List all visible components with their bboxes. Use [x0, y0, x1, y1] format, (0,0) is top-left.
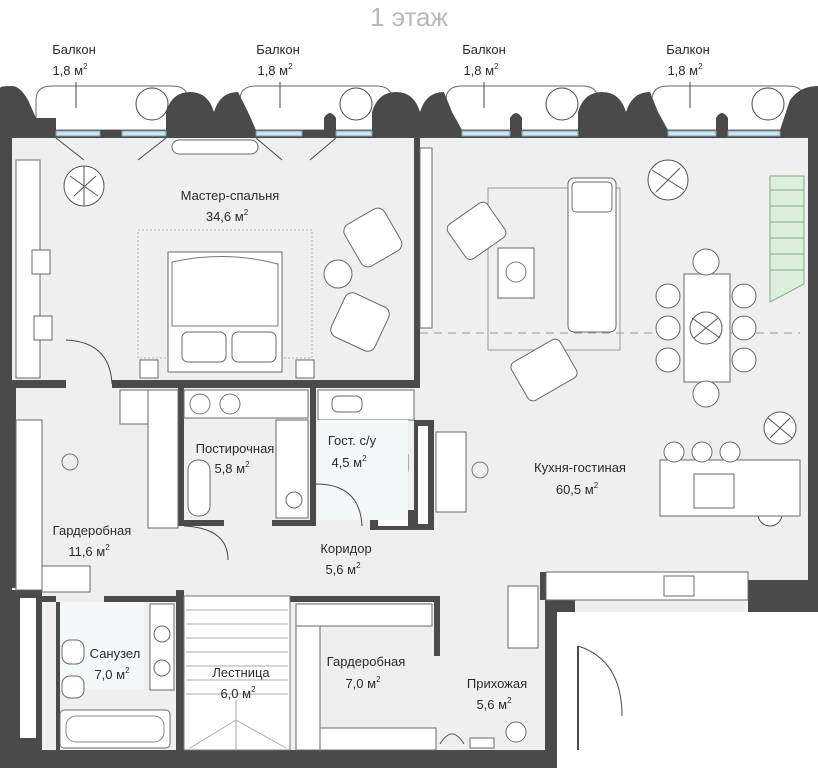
svg-text:1,8 м2: 1,8 м2 [667, 62, 703, 78]
svg-text:34,6 м2: 34,6 м2 [206, 208, 249, 224]
plant-icon [763, 411, 797, 445]
guest-wc-furniture [315, 389, 415, 527]
master-bedroom-furniture [15, 137, 403, 385]
room-label-laundry: Постирочная 5,8 м2 [196, 441, 275, 476]
bathtub [59, 709, 171, 749]
room-label-bathroom: Санузел 7,0 м2 [90, 646, 141, 682]
svg-text:1,8 м2: 1,8 м2 [52, 62, 88, 78]
svg-text:Мастер-спальня: Мастер-спальня [181, 188, 280, 203]
room-label-hall: Прихожая 5,6 м2 [467, 676, 527, 712]
wardrobe-big-furniture [15, 389, 229, 593]
svg-text:Кухня-гостиная: Кухня-гостиная [534, 460, 626, 475]
hallway-furniture [439, 585, 623, 750]
svg-text:Санузел: Санузел [90, 646, 141, 661]
svg-text:Балкон: Балкон [666, 42, 710, 57]
living-furniture [419, 147, 805, 601]
svg-text:1,8 м2: 1,8 м2 [463, 62, 499, 78]
balcony-label-1: Балкон 1,8 м2 [52, 42, 96, 78]
svg-text:Лестница: Лестница [212, 665, 270, 680]
balconies [35, 82, 805, 131]
armchair [330, 292, 390, 352]
svg-text:5,6 м2: 5,6 м2 [325, 561, 361, 577]
windows [55, 130, 781, 137]
plant-icon [689, 311, 723, 345]
svg-text:60,5 м2: 60,5 м2 [556, 481, 599, 497]
room-label-wardrobe-big: Гардеробная 11,6 м2 [53, 523, 132, 559]
svg-text:Гардеробная: Гардеробная [327, 654, 406, 669]
balcony-label-2: Балкон 1,8 м2 [256, 42, 300, 78]
svg-text:Постирочная: Постирочная [196, 441, 275, 456]
room-label-wardrobe-small: Гардеробная 7,0 м2 [327, 654, 406, 691]
nightstand [295, 359, 315, 379]
bathroom-furniture [59, 602, 175, 749]
svg-text:1,8 м2: 1,8 м2 [257, 62, 293, 78]
staircase [183, 595, 291, 751]
svg-text:6,0 м2: 6,0 м2 [220, 685, 256, 701]
armchair [510, 338, 578, 402]
svg-text:Балкон: Балкон [256, 42, 300, 57]
interior-walls [12, 138, 546, 750]
kitchen-counter [545, 571, 749, 601]
svg-text:Гардеробная: Гардеробная [53, 523, 132, 538]
room-label-guest-wc: Гост. с/у 4,5 м2 [328, 433, 377, 470]
svg-text:7,0 м2: 7,0 м2 [94, 666, 130, 682]
room-label-master: Мастер-спальня 34,6 м2 [181, 188, 280, 224]
room-label-stairs: Лестница 6,0 м2 [212, 665, 270, 701]
svg-text:4,5 м2: 4,5 м2 [331, 454, 367, 470]
svg-text:Балкон: Балкон [52, 42, 96, 57]
balcony-2 [239, 82, 393, 131]
sofa [567, 177, 617, 333]
svg-text:5,8 м2: 5,8 м2 [214, 460, 250, 476]
coffee-table [497, 247, 535, 299]
nightstand [139, 359, 159, 379]
svg-text:7,0 м2: 7,0 м2 [345, 675, 381, 691]
svg-text:11,6 м2: 11,6 м2 [68, 543, 110, 559]
laundry-furniture [183, 389, 309, 519]
room-label-corridor: Коридор 5,6 м2 [320, 541, 371, 577]
svg-text:Гост. с/у: Гост. с/у [328, 433, 377, 448]
wardrobe-small-furniture [295, 603, 437, 751]
floor-title: 1 этаж [370, 2, 448, 32]
stair-up [769, 175, 805, 303]
balcony-label-4: Балкон 1,8 м2 [666, 42, 710, 78]
svg-text:Прихожая: Прихожая [467, 676, 527, 691]
plant-icon [63, 165, 105, 207]
room-label-kitchen: Кухня-гостиная 60,5 м2 [534, 460, 626, 497]
outer-walls [0, 86, 818, 768]
svg-text:Коридор: Коридор [320, 541, 371, 556]
side-table [323, 259, 353, 289]
armchair [446, 201, 507, 260]
plant-icon [647, 159, 689, 201]
balcony-label-3: Балкон 1,8 м2 [462, 42, 506, 78]
balcony-1 [35, 82, 189, 131]
svg-text:Балкон: Балкон [462, 42, 506, 57]
armchair [343, 207, 403, 268]
svg-text:5,6 м2: 5,6 м2 [476, 696, 512, 712]
